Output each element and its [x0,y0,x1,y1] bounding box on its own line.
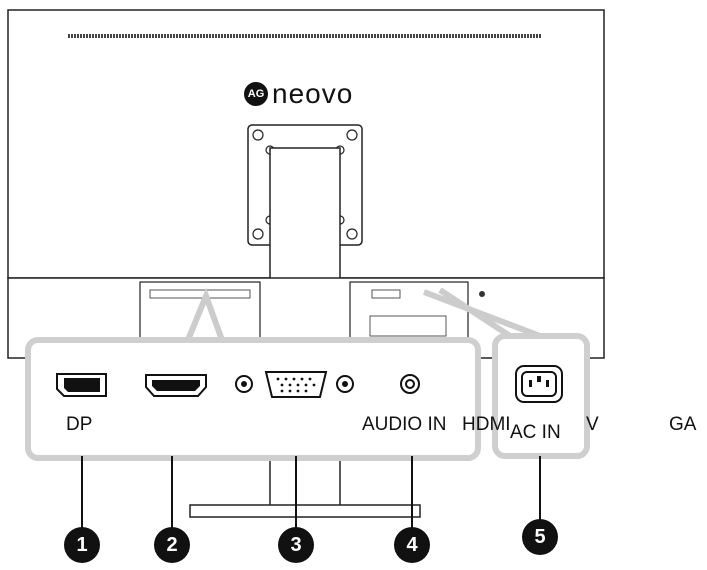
zoom-wedge-right-2 [438,287,512,339]
vga-pins [276,377,316,393]
hdmi-port-icon [145,374,207,397]
label-v: V [586,414,599,435]
label-audio-in: AUDIO IN [362,414,447,435]
audio-jack-icon [400,374,420,394]
zoom-wedge-right [422,289,542,339]
callout-5: 5 [522,519,558,555]
io-block [369,315,447,337]
io-port-strip [149,289,251,299]
label-ac-in: AC IN [510,422,561,443]
leader-lines [81,456,541,530]
label-dp: DP [66,414,93,435]
label-hdmi: HDMI [462,414,511,435]
stand-base [189,504,421,518]
logo-text: neovo [272,78,354,109]
ac-inlet-icon [515,365,563,403]
logo-mark-icon: AG [244,82,268,106]
label-ga: GA [669,414,697,435]
zoom-box-main [25,337,481,461]
io-power-small [371,289,401,299]
zoom-wedge-left [185,287,225,342]
brand-logo: AG neovo [244,80,353,108]
dp-port-icon [56,373,107,397]
callout-4: 4 [394,527,430,563]
callout-2: 2 [154,527,190,563]
kensington-lock [479,291,485,297]
callout-3: 3 [278,527,314,563]
callout-1: 1 [64,527,100,563]
